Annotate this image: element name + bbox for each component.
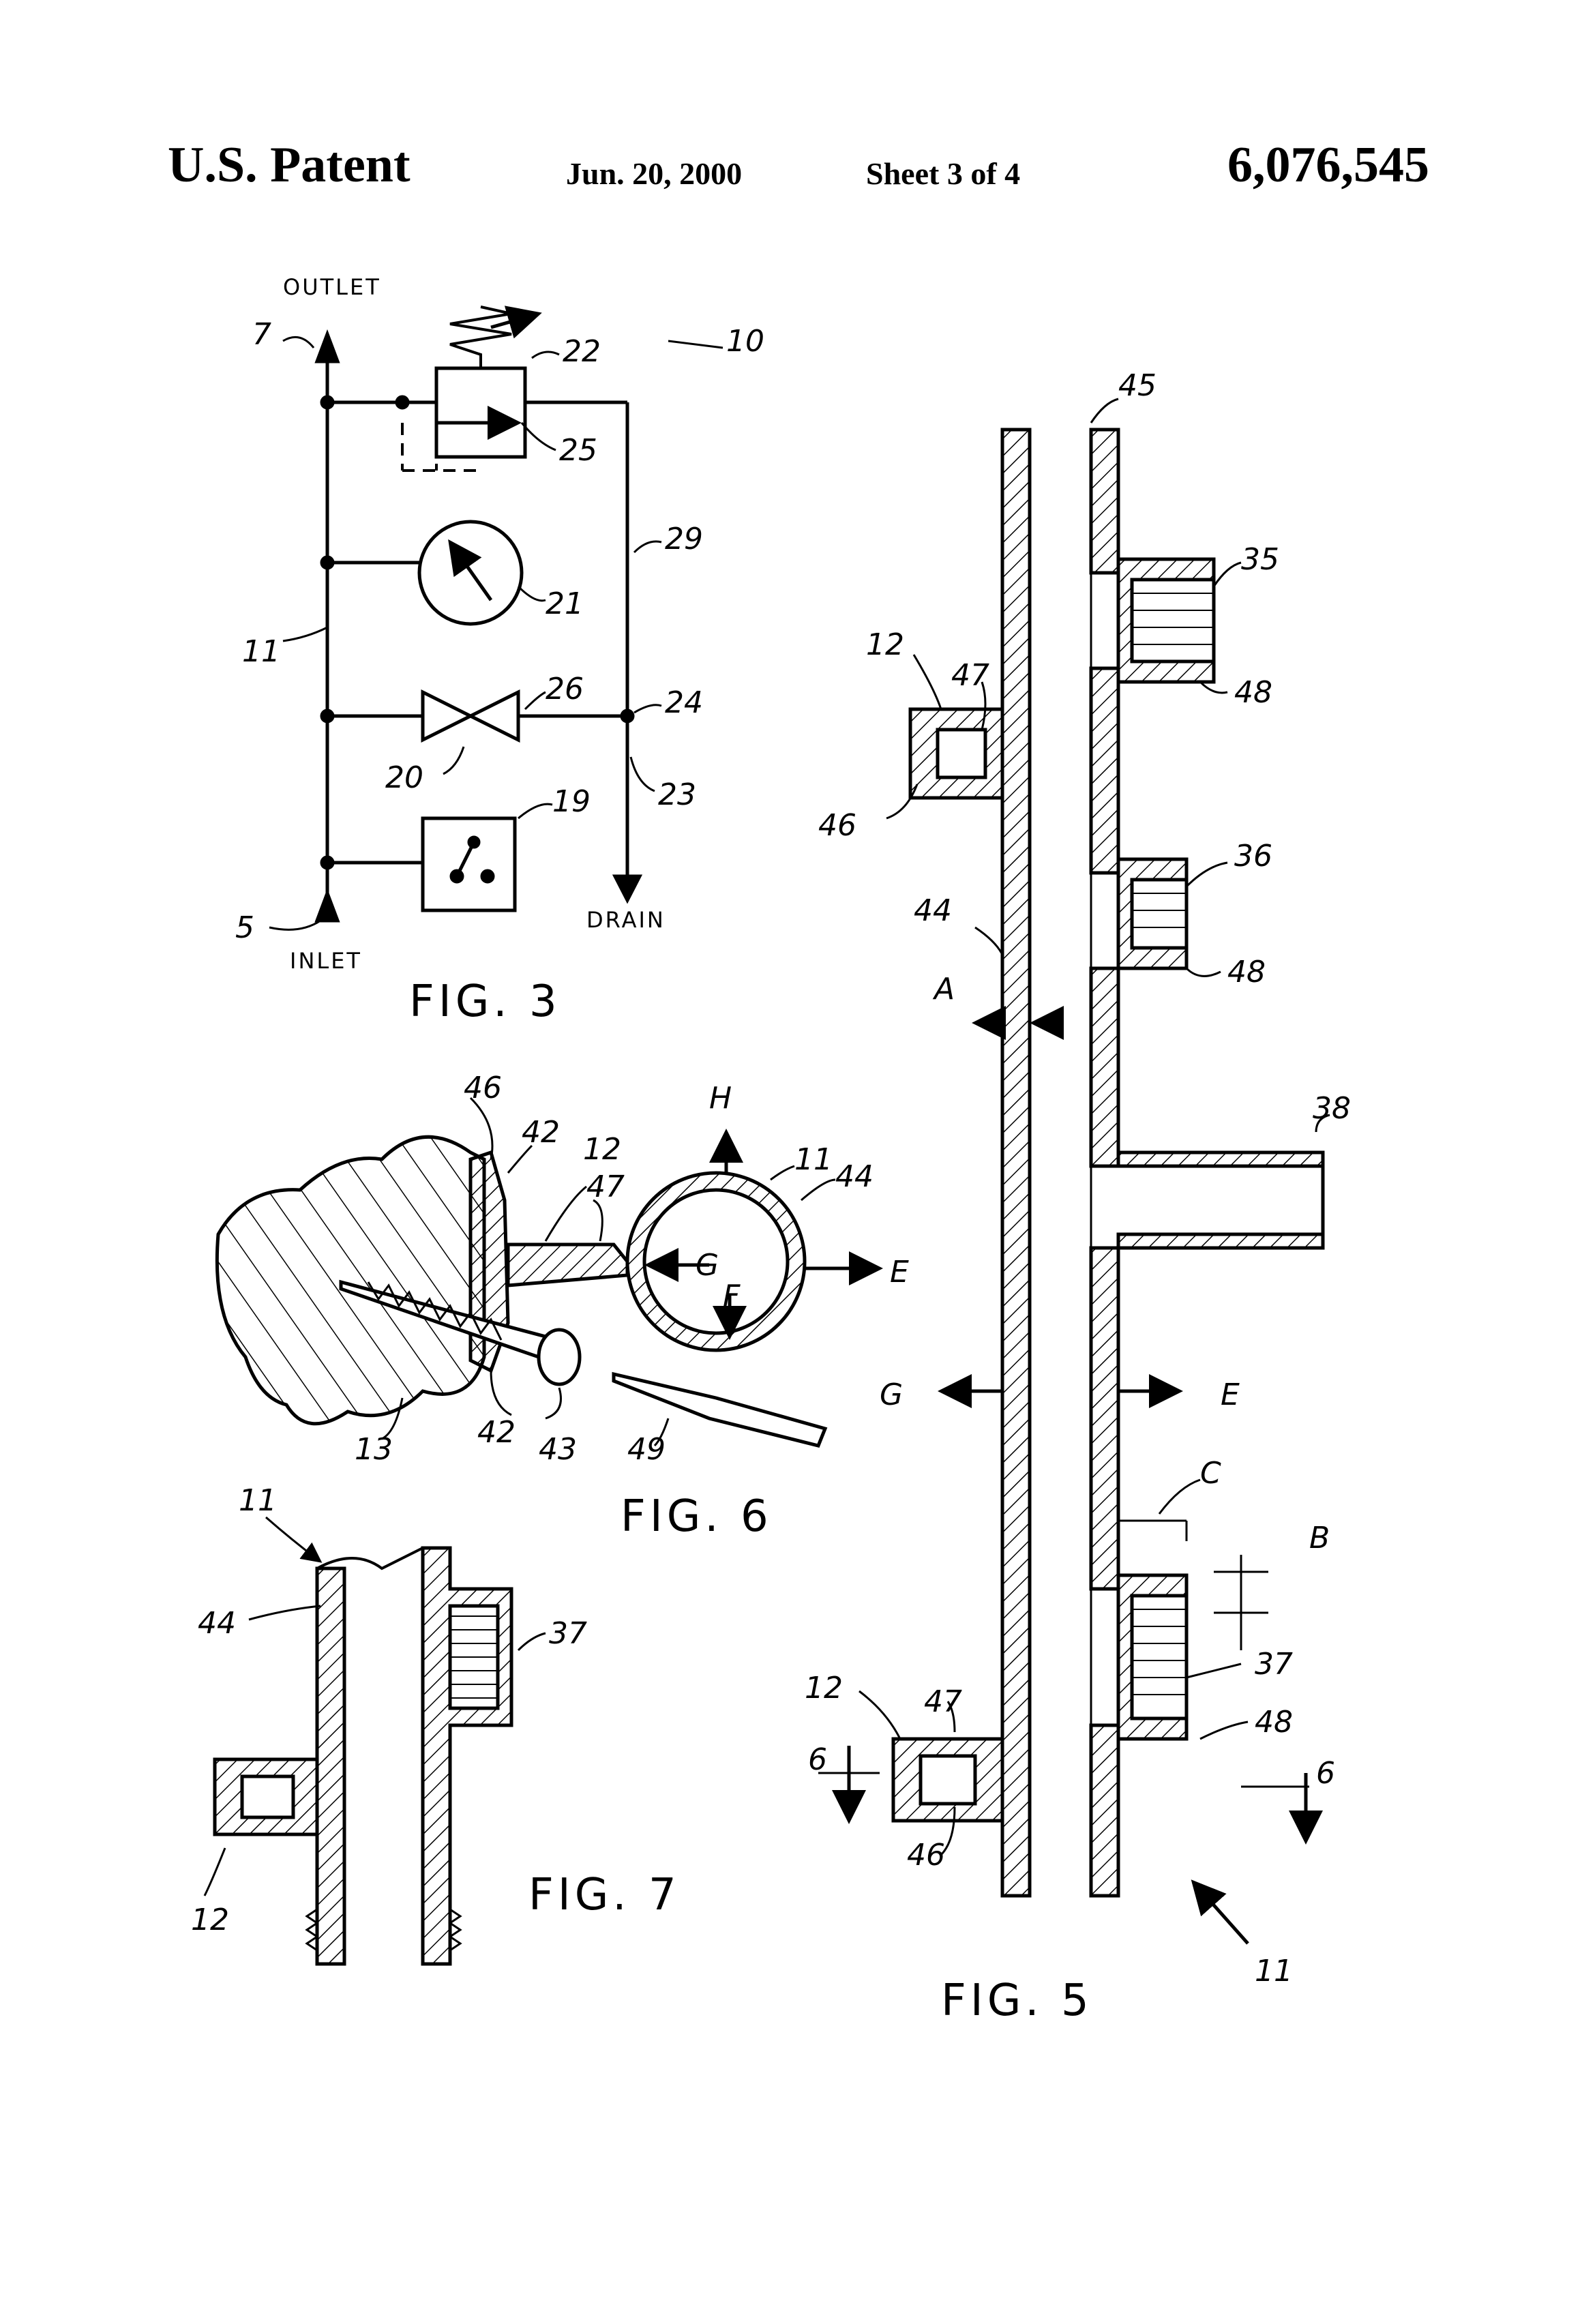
ref-label: A [932, 972, 955, 1007]
ref-label: 47 [586, 1170, 625, 1204]
ref-label: 38 [1313, 1091, 1351, 1126]
fig3-caption: FIG. 3 [409, 977, 561, 1027]
ref-label: G [696, 1248, 719, 1283]
ref-label: 37 [1255, 1647, 1293, 1682]
ref-label: 10 [726, 324, 764, 359]
ref-label: 25 [559, 433, 597, 468]
ref-label: H [709, 1081, 732, 1116]
fig7-caption: FIG. 7 [528, 1870, 681, 1920]
ref-label: 12 [805, 1671, 843, 1705]
ref-label: 44 [198, 1606, 236, 1641]
ref-label: 35 [1241, 542, 1279, 577]
ref-label: 12 [583, 1132, 621, 1167]
outlet-label: OUTLET [283, 274, 381, 300]
ref-label: 22 [563, 334, 601, 369]
ref-label: 45 [1118, 368, 1156, 403]
ref-label: 48 [1255, 1705, 1293, 1740]
ref-label: 46 [907, 1838, 945, 1873]
ref-label: 24 [665, 685, 703, 720]
ref-label: 29 [665, 522, 703, 556]
ref-label: 6 [808, 1742, 827, 1777]
inlet-label: INLET [290, 948, 362, 974]
drain-label: DRAIN [586, 907, 666, 933]
fig7-section [205, 1517, 546, 1964]
ref-label: 42 [522, 1115, 560, 1150]
ref-label: B [1309, 1521, 1330, 1555]
ref-label: 43 [539, 1432, 577, 1467]
ref-label: 48 [1227, 955, 1266, 989]
ref-label: E [890, 1255, 909, 1290]
ref-label: 42 [477, 1415, 516, 1450]
ref-label: 11 [239, 1483, 277, 1518]
ref-label: 47 [951, 658, 989, 693]
ref-label: 5 [235, 910, 254, 945]
ref-label: 47 [924, 1684, 962, 1719]
ref-label: F [723, 1279, 741, 1313]
ref-label: 7 [252, 317, 271, 352]
ref-label: 12 [191, 1903, 229, 1937]
fig5-labels: 45 35 12 47 48 46 36 44 48 A 38 G E C B … [805, 368, 1351, 2026]
ref-label: 46 [464, 1071, 502, 1105]
fig3-labels: OUTLET INLET DRAIN 7 22 10 25 29 21 11 2… [235, 274, 764, 1027]
ref-label: 44 [914, 893, 952, 928]
ref-label: 11 [242, 634, 280, 669]
ref-label: 6 [1316, 1756, 1335, 1791]
ref-label: 12 [866, 627, 904, 662]
ref-label: C [1200, 1456, 1221, 1491]
ref-label: 21 [546, 586, 584, 621]
fig5-caption: FIG. 5 [941, 1976, 1093, 2026]
ref-label: 11 [794, 1142, 833, 1177]
ref-label: G [880, 1377, 903, 1412]
ref-label: 13 [355, 1432, 393, 1467]
ref-label: E [1221, 1377, 1240, 1412]
ref-label: 20 [385, 760, 423, 795]
fig6-caption: FIG. 6 [621, 1491, 773, 1542]
fig3-schematic [269, 307, 723, 929]
ref-label: 23 [658, 777, 696, 812]
ref-label: 36 [1234, 839, 1272, 874]
ref-label: 37 [549, 1616, 587, 1651]
ref-label: 46 [818, 808, 856, 843]
fig6-section [217, 1098, 880, 1446]
ref-label: 19 [552, 784, 591, 819]
ref-label: 49 [627, 1432, 666, 1467]
ref-label: 44 [835, 1159, 874, 1194]
ref-label: 48 [1234, 675, 1272, 710]
ref-label: 11 [1255, 1954, 1293, 1988]
ref-label: 26 [546, 672, 584, 706]
